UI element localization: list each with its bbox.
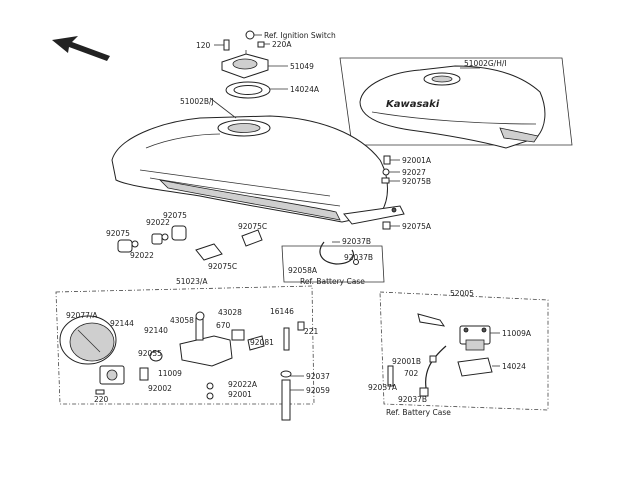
label-92037: 92037	[306, 372, 330, 381]
label-92075-a: 92075	[163, 211, 187, 220]
label-ref-battery-2: Ref. Battery Case	[386, 408, 451, 417]
label-92081: 92081	[250, 338, 274, 347]
label-11009: 11009	[158, 369, 182, 378]
label-51002bj: 51002B/J	[180, 97, 214, 106]
front-arrow-icon	[52, 36, 110, 61]
label-51002ghi: 51002G/H/I	[464, 59, 507, 68]
label-120: 120	[196, 41, 211, 50]
label-92037a: 92037A	[368, 383, 398, 392]
label-92037b-top: 92037B	[342, 237, 371, 246]
label-92055: 92055	[138, 349, 162, 358]
label-92037b-mid: 92037B	[344, 253, 373, 262]
label-92001: 92001	[228, 390, 252, 399]
label-92002: 92002	[148, 384, 172, 393]
label-92077a: 92077/A	[66, 311, 98, 320]
label-92059: 92059	[306, 386, 330, 395]
label-92075-b: 92075	[106, 229, 130, 238]
label-92022-a: 92022	[146, 218, 170, 227]
label-702: 702	[404, 369, 419, 378]
label-92075c-b: 92075C	[208, 262, 237, 271]
label-92037b-bot: 92037B	[398, 395, 427, 404]
label-220: 220	[94, 395, 109, 404]
label-92001b: 92001B	[392, 357, 421, 366]
label-92001a: 92001A	[402, 156, 432, 165]
label-92075c-a: 92075C	[238, 222, 267, 231]
part-labels: 120 Ref. Ignition Switch 220A 51049 1402…	[66, 31, 532, 417]
fuel-hose-box	[281, 241, 385, 283]
tank-mount-hardware	[381, 155, 400, 230]
label-221: 221	[304, 327, 319, 336]
label-92022-b: 92022	[130, 251, 154, 260]
label-220a: 220A	[272, 40, 292, 49]
label-92027: 92027	[402, 168, 426, 177]
label-14024a: 14024A	[290, 85, 320, 94]
brand-logo-text: Kawasaki	[386, 99, 440, 110]
label-51023a: 51023/A	[176, 277, 208, 286]
label-92058a: 92058A	[288, 266, 318, 275]
label-11009a: 11009A	[502, 329, 532, 338]
label-ref-battery-1: Ref. Battery Case	[300, 277, 365, 286]
label-92022a: 92022A	[228, 380, 258, 389]
label-52005: 52005	[450, 289, 474, 298]
fuel-tap-group	[55, 285, 315, 421]
fuel-sensor-group	[379, 291, 549, 411]
label-14024: 14024	[502, 362, 526, 371]
fuel-tank	[111, 97, 405, 225]
label-92075b: 92075B	[402, 177, 431, 186]
label-16146: 16146	[270, 307, 294, 316]
label-43028: 43028	[218, 308, 242, 317]
label-ref-ignition: Ref. Ignition Switch	[264, 31, 336, 40]
tank-cover-group: Kawasaki	[339, 57, 573, 149]
label-92075a: 92075A	[402, 222, 432, 231]
label-51049: 51049	[290, 62, 314, 71]
label-92144: 92144	[110, 319, 134, 328]
label-43058: 43058	[170, 316, 194, 325]
damper-parts	[117, 225, 263, 261]
filler-cap-group	[214, 30, 288, 99]
label-670: 670	[216, 321, 231, 330]
label-92140: 92140	[144, 326, 168, 335]
